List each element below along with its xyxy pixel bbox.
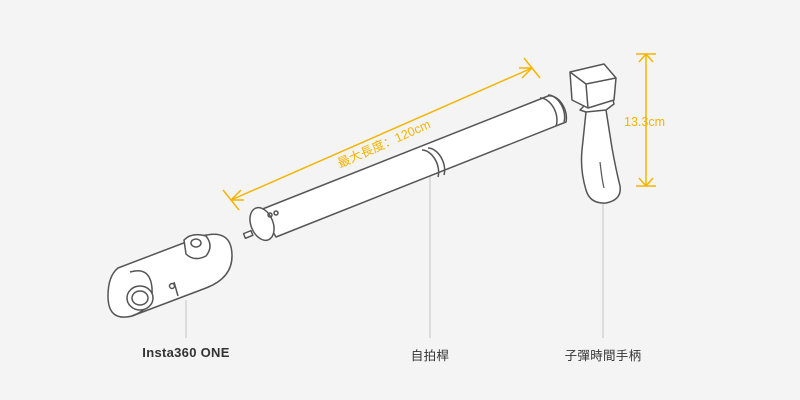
grip-height-dimension: [636, 53, 656, 187]
camera-label: Insta360 ONE: [142, 345, 230, 360]
grip-label: 子彈時間手柄: [564, 348, 642, 363]
stick-label: 自拍桿: [410, 348, 450, 363]
height-arrow-bottom: [638, 177, 654, 187]
grip-height-label: 13.3cm: [624, 115, 665, 129]
length-arrow-start: [230, 189, 244, 201]
bullet-time-grip: [569, 63, 621, 204]
length-arrow-end: [519, 67, 533, 79]
insta360-camera: [107, 233, 233, 318]
max-length-dimension: [222, 57, 541, 211]
leader-lines: [185, 165, 604, 338]
length-line: [230, 67, 533, 201]
selfie-stick: [242, 94, 568, 242]
height-arrow-top: [638, 53, 654, 63]
